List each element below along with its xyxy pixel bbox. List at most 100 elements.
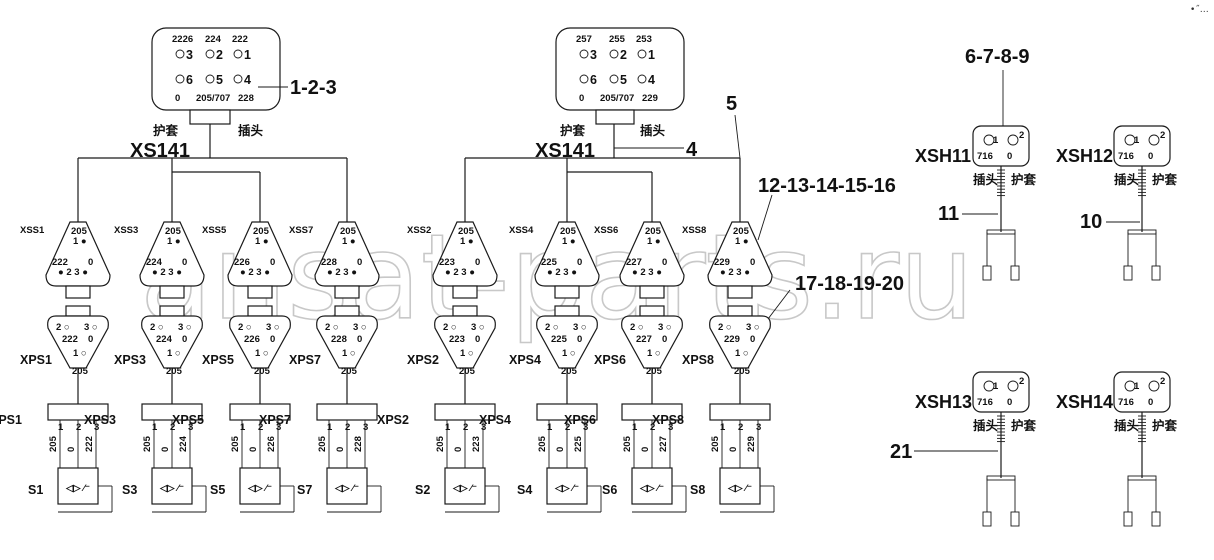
wire-label: 205 — [733, 226, 750, 237]
xss-label: XSS4 — [509, 225, 534, 236]
terminal-wire-label: 225 — [573, 435, 584, 452]
wire-label: 0 — [1007, 151, 1012, 162]
callout-1-2-3: 1-2-3 — [290, 77, 337, 99]
xss-neck — [159, 285, 185, 299]
pin-label: 1 ● — [460, 236, 474, 247]
terminal-pin: 1 — [58, 422, 64, 433]
callout-12-16: 12-13-14-15-16 — [758, 175, 896, 197]
wire-label: 716 — [977, 151, 993, 162]
pin-label: 2 — [1019, 130, 1024, 141]
svg-text:257: 257 — [576, 34, 592, 45]
wire-label: 205 — [71, 226, 88, 237]
pin-circle — [1007, 380, 1019, 392]
callout-6-7-8-9: 6-7-8-9 — [965, 46, 1029, 68]
sensor-symbol: ◁▷ ∕⁻ — [554, 483, 579, 494]
pin-label: ● 2 3 ● — [547, 267, 577, 278]
svg-text:护套: 护套 — [560, 123, 586, 138]
wire-label: 0 — [750, 334, 755, 345]
pin-label: 3 ○ — [178, 322, 192, 333]
wire-label: 205 — [734, 366, 751, 377]
sensor-symbol: ◁▷ ∕⁻ — [639, 483, 664, 494]
sensor-box — [546, 467, 588, 505]
xps-neck — [159, 305, 185, 317]
callout-17-20: 17-18-19-20 — [795, 273, 904, 295]
pin-label: 1 ○ — [460, 348, 474, 359]
wire-label: 0 — [750, 257, 755, 268]
svg-text:4: 4 — [648, 73, 655, 87]
wire-label: 0 — [270, 334, 275, 345]
terminal-plug — [982, 511, 992, 527]
wire-label: 205 — [561, 366, 578, 377]
pin-label: ● 2 3 ● — [445, 267, 475, 278]
wire-label: 0 — [662, 257, 667, 268]
terminal-wire-label: 205 — [230, 435, 241, 452]
pin-label: 1 ○ — [342, 348, 356, 359]
sensor-label: S4 — [517, 483, 532, 497]
wire-label: 0 — [577, 257, 582, 268]
main-connector-1: 2226 224 222 3 2 1 6 5 4 0 205/707 228 护… — [130, 27, 281, 162]
terminal-block — [709, 403, 771, 421]
wire-label: 229 — [714, 257, 730, 268]
sensor-label: S5 — [210, 483, 225, 497]
pin-label: 2 ○ — [238, 322, 252, 333]
xss-housing — [227, 221, 293, 287]
pin-label: 1 — [1134, 135, 1140, 146]
xps-housing — [434, 315, 496, 369]
pin-label: ● 2 3 ● — [720, 267, 750, 278]
pin-label: 3 ○ — [471, 322, 485, 333]
wire-label: 0 — [357, 257, 362, 268]
terminal-pin: 3 — [756, 422, 761, 433]
terminal-wire-label: 224 — [178, 435, 189, 452]
terminal-plug — [1151, 511, 1161, 527]
pin-label: 1 — [1134, 381, 1140, 392]
svg-text:205/707: 205/707 — [600, 93, 634, 104]
pin-label: 3 ○ — [746, 322, 760, 333]
wire-label: 0 — [1007, 397, 1012, 408]
terminal-wire-label: 0 — [640, 447, 651, 452]
wire-label: 0 — [88, 257, 93, 268]
connector-label-xs141-a: XS141 — [130, 140, 190, 162]
terminal-wire-label: 205 — [435, 435, 446, 452]
pin-label: 1 ● — [647, 236, 661, 247]
pin-label: 2 ○ — [443, 322, 457, 333]
xps-label: XPS8 — [682, 353, 714, 367]
terminal-wire-label: 227 — [658, 436, 669, 452]
wire-label: 205 — [560, 226, 577, 237]
sensor-box — [631, 467, 673, 505]
pin-label: 3 ○ — [658, 322, 672, 333]
terminal-plug — [1010, 511, 1020, 527]
svg-text:2226: 2226 — [172, 34, 193, 45]
svg-text:0: 0 — [579, 93, 584, 104]
terminal-pin: 1 — [240, 422, 246, 433]
xss-label: XSS3 — [114, 225, 138, 236]
small-label-a: 插头 — [973, 418, 999, 433]
pin-label: 1 ● — [342, 236, 356, 247]
terminal-label: XPS1 — [0, 413, 22, 427]
terminal-pin: 2 — [170, 422, 175, 433]
pin-label: 2 — [1160, 130, 1165, 141]
pin-label: 2 ○ — [630, 322, 644, 333]
wire-label: 223 — [449, 334, 465, 345]
sensor-symbol: ◁▷ ∕⁻ — [65, 483, 90, 494]
sensor-label: S6 — [602, 483, 617, 497]
pin-label: 1 ● — [735, 236, 749, 247]
small-connector-name: XSH14 — [1056, 392, 1113, 412]
svg-text:1: 1 — [648, 48, 655, 62]
wire-label: 205 — [254, 366, 271, 377]
terminal-plug — [1010, 265, 1020, 281]
terminal-pin: 3 — [363, 422, 368, 433]
terminal-wire-label: 0 — [335, 447, 346, 452]
xss-neck — [554, 285, 580, 299]
terminal-wire-label: 229 — [746, 436, 757, 452]
terminal-pin: 2 — [76, 422, 81, 433]
wire-label: 226 — [244, 334, 260, 345]
xps-label: XPS6 — [594, 353, 626, 367]
wire-label: 0 — [475, 257, 480, 268]
xps-housing — [141, 315, 203, 369]
pin-label: 1 — [993, 135, 999, 146]
pin-circle — [1148, 134, 1160, 146]
wire-label: 0 — [475, 334, 480, 345]
